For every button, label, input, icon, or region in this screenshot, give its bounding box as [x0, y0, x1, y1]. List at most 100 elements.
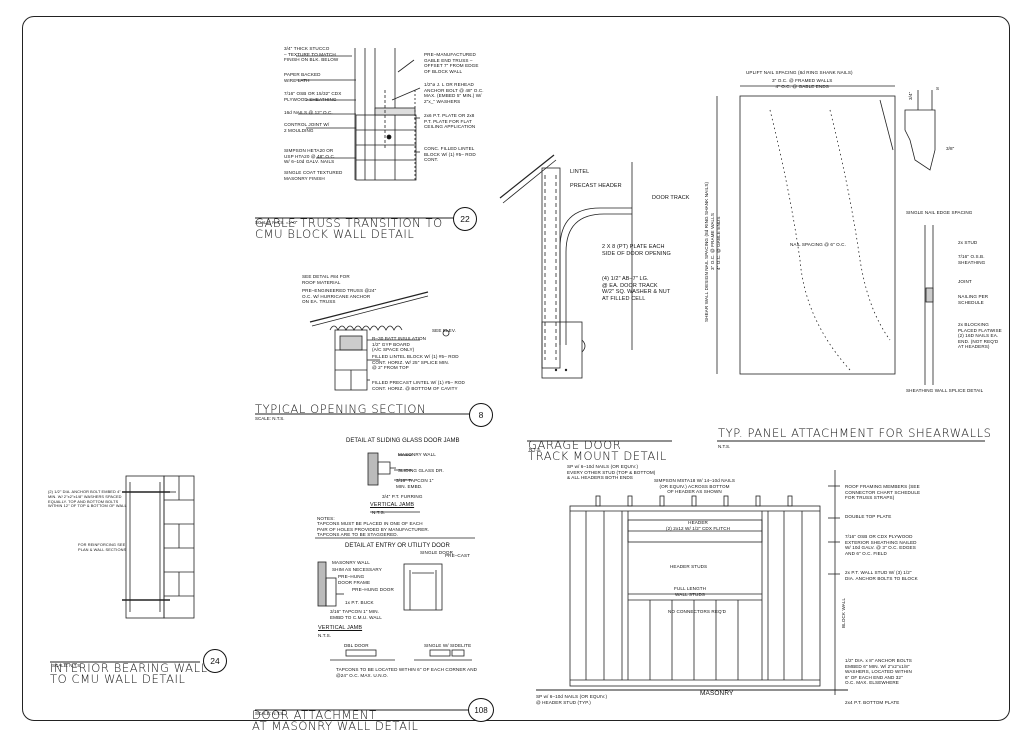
door-scale: SCALE: N.T.S.: [255, 711, 285, 716]
frame-full-length-studs: FULL LENGTH WALL STUDS: [674, 586, 707, 597]
garage-door-drawing: [499, 154, 633, 379]
door-detail-number: 108: [468, 698, 494, 722]
entry-note-door: PRE–HUNG DOOR: [352, 587, 394, 592]
opening-note-insulation: R–30 BATT INSULATION 1/2" GYP BOARD (A/C…: [372, 336, 427, 353]
entry-note-shim: SHIM AS NECESSARY: [332, 567, 382, 572]
frame-note-anchor-bolts: 1/2" DIA. x 8" ANCHOR BOLTS EMBED 6" MIN…: [845, 658, 912, 686]
gable-note-anchor: 1/2"ø J. L OR REHEAD ANCHOR BOLT @ 48" O…: [424, 82, 484, 104]
opening-section-drawing: [309, 291, 450, 391]
splice-title: SHEATHING WALL SPLICE DETAIL: [906, 388, 984, 393]
sliding-note-furring: 3/4" P.T. FURRING: [382, 494, 423, 499]
gable-note-lath: PAPER BACKED WIRE LATH: [284, 72, 321, 83]
opening-note-elev: SEE ELEV.: [432, 328, 456, 333]
frame-note-top-plate: DOUBLE TOP PLATE: [845, 514, 892, 519]
garage-note-plate: 2 X 8 (PT) PLATE EACH SIDE OF DOOR OPENI…: [602, 244, 671, 257]
frame-note-sheathing: 7/16" OSB OR CDX PLYWOOD EXTERIOR SHEATH…: [845, 534, 917, 556]
garage-note-precast: PRECAST HEADER: [570, 183, 622, 189]
gable-scale: SCALE: N.T.S. =1'-0": [255, 220, 298, 225]
gable-detail-number: 22: [453, 207, 477, 231]
sliding-note-door: SLIDING GLASS DR.: [398, 468, 444, 473]
shear-side-spacing: 3" O.C. @ FRAME WALLS 4" O.C. @ GABLE EN…: [710, 213, 721, 270]
frame-note-roof-framing: ROOF FRAMING MEMBERS (SEE CONNECTOR CHAR…: [845, 484, 921, 501]
bearing-detail-number: 24: [203, 649, 227, 673]
dbl-door-label: DBL DOOR: [344, 643, 369, 648]
shear-field-note: NAIL SPACING @ 6" O.C.: [790, 242, 846, 247]
sliding-note-tapcon: 3/16" TAPCON 1" MIN. EMBD.: [396, 478, 434, 489]
gable-note-lintel: CONC. FILLED LINTEL BLOCK W/ (1) #5– ROD…: [424, 146, 476, 163]
bearing-scale: SCALE: N.T.S: [52, 663, 81, 668]
door-notes-label: NOTES:: [317, 516, 335, 521]
frame-masonry-label: MASONRY: [700, 690, 734, 697]
frame-note-simpson: SIMPSON MSTA18 W/ 14–10d NAILS (OR EQUIV…: [654, 478, 736, 495]
opening-note-roof: SEE DETAIL #84 FOR ROOF MATERIAL: [302, 274, 350, 285]
sliding-nts: N.T.S.: [372, 510, 386, 515]
frame-block-wall-label: BLOCK WALL: [841, 597, 846, 628]
opening-note-precast-lintel: FILLED PRECAST LINTEL W/ (1) #5– ROD CON…: [372, 380, 465, 391]
sliding-note-masonry: MASONRY WALL: [398, 452, 436, 457]
gable-note-stucco: 3/4" THICK STUCCO – TEXTURE TO MATCH FIN…: [284, 46, 339, 63]
opening-title: TYPICAL OPENING SECTION: [255, 402, 427, 416]
splice-note-stud: 2x STUD: [958, 240, 978, 245]
opening-note-lintel-block: FILLED LINTEL BLOCK W/ (1) #5– ROD CONT.…: [372, 354, 459, 371]
splice-note-nailing: NAILING PER SCHEDULE: [958, 294, 989, 305]
drawing-sheet: [22, 16, 1010, 721]
bearing-note-anchors: (2) 1/2" DIA. ANCHOR BOLT EMBED 4" MIN. …: [48, 489, 127, 509]
door-attachment-drawing: [315, 452, 475, 661]
gable-note-masonry-finish: SINGLE COAT TEXTURED MASONRY FINISH: [284, 170, 343, 181]
entry-note-frame: PRE–HUNG DOOR FRAME: [338, 574, 371, 585]
frame-no-connectors: NO CONNECTORS REQ'D: [668, 609, 727, 614]
garage-note-lintel: LINTEL: [570, 169, 590, 175]
gable-note-simpson: SIMPSON HETA20 OR USP HTA20 @ 48" O.C. W…: [284, 148, 336, 165]
entry-nts: N.T.S.: [318, 633, 332, 638]
frame-bottom-sp-note: SP w/ 6–10d NAILS (OR EQUIV.) @ HEADER S…: [536, 694, 608, 705]
entry-note-tapcon: 3/16" TAPCON 1" MIN. EMBD TO C.M.U. WALL: [330, 609, 382, 620]
entry-door-header: DETAIL AT ENTRY OR UTILITY DOOR: [345, 543, 450, 549]
shear-nts: N.T.S.: [718, 444, 731, 449]
shear-side-label: SHEAR WALL DESIGN NAIL SPACING (8d RING …: [704, 181, 709, 322]
splice-note-blocking: 2x BLOCKING PLACED FLATWISE (2) 16D NAIL…: [958, 322, 1002, 350]
frame-elevation-drawing: [536, 470, 848, 695]
frame-header-studs: HEADER STUDS: [670, 564, 708, 569]
gable-note-sheathing: 7/16" OSB OR 15/32" CDX PLYWOOD SHEATHIN…: [284, 91, 342, 102]
bearing-wall-drawing: [122, 475, 195, 619]
opening-note-truss: PRE–ENGINEERED TRUSS @24" O.C. W/ HURRIC…: [302, 288, 377, 305]
sliding-door-header: DETAIL AT SLIDING GLASS DOOR JAMB: [346, 438, 460, 444]
entry-note-masonry: MASONRY WALL: [332, 560, 370, 565]
shear-panel-drawing: [716, 85, 936, 385]
frame-note-sp-nails: SP w/ 6–10d NAILS (OR EQUIV.) EVERY OTHE…: [567, 464, 656, 481]
frame-header-label: HEADER (2) 2x12 W/ 1/2" CDX FLITCH: [666, 520, 731, 531]
single-door-label: SINGLE DOOR: [420, 550, 454, 555]
edge-dim-b: S: [936, 86, 940, 91]
splice-note-joint: JOINT: [958, 279, 972, 284]
bearing-note-reinforcing: FOR REINFORCING SEE PLAN & WALL SECTIONS: [78, 542, 127, 552]
gable-note-nails: 16d NAILS @ 12" O.C.: [284, 110, 333, 115]
garage-nts: N.T.S.: [529, 447, 542, 452]
gable-note-truss: PRE–MANUFACTURED GABLE END TRUSS – OFFSE…: [424, 52, 479, 74]
entry-note-buck: 1x P.T. BUCK: [345, 600, 374, 605]
opening-detail-number: 8: [469, 403, 493, 427]
sliding-vertical-jamb: VERTICAL JAMB: [370, 502, 415, 508]
pre-cast-label: PRE–CAST: [445, 553, 471, 558]
tapcon-location-note: TAPCONS TO BE LOCATED WITHIN 6" OF EACH …: [336, 667, 478, 678]
splice-note-osb: 7/16" O.S.B. SHEATHING: [958, 254, 986, 265]
garage-note-anchor: (4) 1/2" AB–7" LG. @ EA. DOOR TRACK W/2"…: [602, 276, 671, 302]
opening-scale: SCALE: N.T.S.: [255, 416, 285, 421]
gable-note-plate: 2x6 P.T. PLATE OR 2x8 P.T. PLATE FOR FLA…: [424, 113, 476, 130]
edge-spacing-title: SINGLE NAIL EDGE SPACING: [906, 210, 973, 215]
edge-dim-c: 3/8": [946, 146, 955, 151]
entry-vertical-jamb: VERTICAL JAMB: [318, 625, 363, 631]
shear-title: TYP. PANEL ATTACHMENT FOR SHEARWALLS: [718, 426, 992, 440]
shear-uplift-label: UPLIFT NAIL SPACING (8d RING SHANK NAILS…: [746, 70, 853, 75]
garage-note-track: DOOR TRACK: [652, 195, 690, 201]
shear-uplift-spacing: 3" O.C. @ FRAMED WALLS 4" O.C. @ GABLE E…: [772, 78, 833, 89]
frame-note-wall-stud: 2x P.T. WALL STUD W/ (3) 1/2" DIA. ANCHO…: [845, 570, 918, 581]
door-notes-text: TAPCONS MUST BE PLACED IN ONE OF EACH PA…: [317, 521, 430, 538]
gable-truss-drawing: [296, 48, 421, 181]
single-sidelite-label: SINGLE W/ SIDELITE: [424, 643, 472, 648]
gable-note-control-joint: CONTROL JOINT W/ 2 MOULDING: [284, 122, 330, 133]
